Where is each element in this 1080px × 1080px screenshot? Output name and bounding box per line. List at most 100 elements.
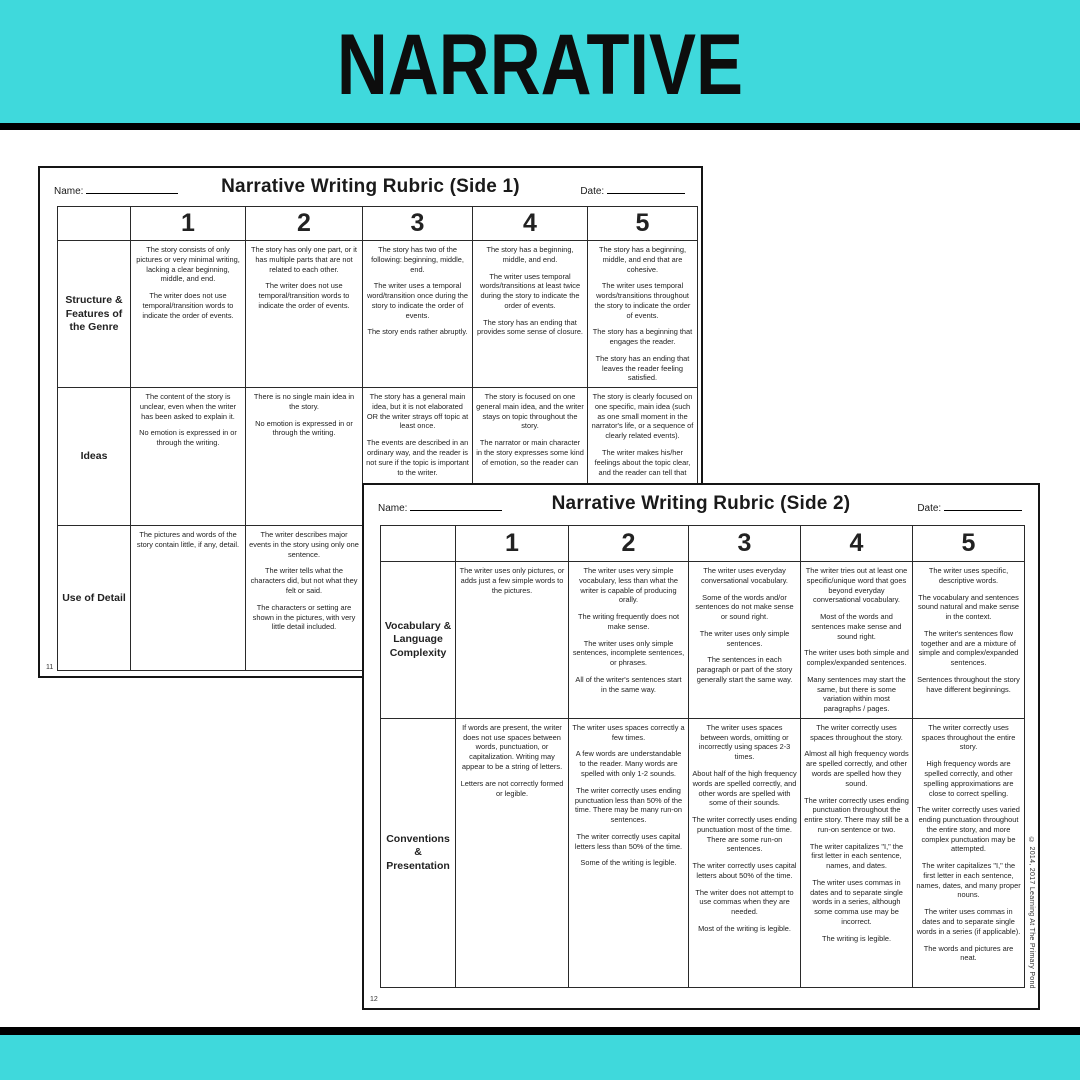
rubric-cell: There is no single main idea in the stor… [245, 387, 363, 527]
rubric-cell-paragraph: The story has a beginning, middle, and e… [598, 245, 687, 274]
rubric-cell-paragraph: The writer uses specific, descriptive wo… [928, 566, 1009, 585]
score-header-3: 3 [688, 525, 801, 562]
rubric-cell-paragraph: The writer correctly uses spaces through… [810, 722, 903, 742]
rubric-cell: The writer uses specific, descriptive wo… [912, 561, 1025, 719]
page-title: NARRATIVE [336, 17, 744, 113]
rubric-cell-paragraph: All of the writer's sentences start in t… [575, 674, 682, 694]
corner-cell [57, 206, 131, 241]
rubric-cell-paragraph: No emotion is expressed in or through th… [255, 418, 353, 438]
score-header-2: 2 [568, 525, 689, 562]
score-header-2: 2 [245, 206, 363, 241]
rubric-cell-paragraph: The story consists of only pictures or v… [136, 245, 240, 284]
date-label: Date: [580, 186, 605, 197]
corner-cell [380, 525, 456, 562]
rubric-cell-paragraph: The story has an ending that provides so… [477, 317, 583, 337]
date-field: Date: [580, 184, 685, 197]
rubric-cell-paragraph: Most of the words and sentences make sen… [811, 612, 902, 641]
rubric-cell-paragraph: The writer's sentences flow together and… [918, 628, 1019, 668]
name-label: Name: [54, 186, 84, 197]
name-blank-line [410, 501, 503, 511]
rubric-cell-paragraph: The sentences in each paragraph or part … [696, 655, 793, 684]
rubric-cell-paragraph: The story has a beginning, middle, and e… [486, 245, 574, 264]
copyright-text: © 2014, 2017 Learning At The Primary Pon… [1028, 837, 1035, 989]
rubric-cell: The writer uses everyday conversational … [688, 561, 801, 719]
rubric-cell-paragraph: The characters or setting are shown in t… [252, 602, 356, 632]
rubric-cell-paragraph: The writer correctly uses spaces through… [921, 722, 1016, 752]
rubric-cell: The writer correctly uses spaces through… [912, 717, 1025, 988]
rubric-cell: The writer uses very simple vocabulary, … [568, 561, 689, 719]
rubric-cell-paragraph: The writing is legible. [821, 933, 891, 943]
rubric-cell-paragraph: Some of the writing is legible. [580, 858, 677, 868]
rubric-cell-paragraph: The writer uses commas in dates and to s… [810, 877, 903, 926]
name-field: Name: [378, 501, 503, 514]
page-number: 12 [370, 996, 378, 1003]
rubric-cell-paragraph: The vocabulary and sentences sound natur… [917, 592, 1020, 622]
row-label: Conventions & Presentation [380, 717, 456, 988]
score-header-1: 1 [130, 206, 246, 241]
rubric-cell-paragraph: The writer uses temporal words/transitio… [594, 281, 691, 320]
rubric-cell: The content of the story is unclear, eve… [130, 387, 246, 527]
rubric-cell-paragraph: The writer uses commas in dates and to s… [916, 907, 1021, 936]
rubric-cell-paragraph: The content of the story is unclear, eve… [139, 392, 237, 421]
rubric-cell-paragraph: No emotion is expressed in or through th… [139, 428, 237, 448]
rubric-cell: If words are present, the writer does no… [455, 717, 569, 988]
rubric-cell-paragraph: The writer correctly uses capital letter… [574, 831, 683, 851]
rubric-cell-paragraph: The writer uses only simple sentences, i… [572, 638, 685, 668]
rubric-cell-paragraph: The writer does not use temporal/transit… [142, 291, 234, 320]
page-number: 11 [46, 664, 54, 671]
rubric-cell-paragraph: The writer uses a temporal word/transiti… [366, 281, 469, 320]
rubric-cell-paragraph: The writer tries out at least one specif… [805, 566, 908, 605]
rubric-cell: The pictures and words of the story cont… [130, 525, 246, 672]
rubric-cell-paragraph: The writer capitalizes "I," the first le… [916, 861, 1021, 900]
rubric-cell-paragraph: The writer uses spaces between words, om… [698, 722, 791, 762]
rubric-cell-paragraph: The narrator or main character in the st… [476, 438, 584, 467]
row-label: Vocabulary & Language Complexity [380, 561, 456, 719]
rubric-cell-paragraph: The writer does not use temporal/transit… [258, 281, 350, 310]
row-label: Structure & Features of the Genre [57, 239, 131, 389]
rubric-cell-paragraph: About half of the high frequency words a… [692, 769, 797, 808]
rubric-cell-paragraph: The story has two of the following: begi… [371, 245, 464, 274]
rubric-cell-paragraph: The writer uses only simple sentences. [699, 628, 790, 648]
rubric-cell-paragraph: The writing frequently does not make sen… [577, 612, 680, 631]
date-label: Date: [917, 503, 942, 514]
rubric-cell-paragraph: The story is clearly focused on one spec… [591, 392, 694, 441]
rubric-cell-paragraph: A few words are understandable to the re… [575, 749, 682, 779]
rubric-cell-paragraph: Some of the words and/or sentences do no… [695, 592, 794, 622]
rubric-cell-paragraph: The story ends rather abruptly. [367, 327, 468, 337]
name-field: Name: [54, 184, 179, 197]
rubric-cell: The story has a beginning, middle, and e… [472, 239, 588, 389]
rubric-cell: The writer uses spaces between words, om… [688, 717, 801, 988]
rubric-cell-paragraph: The writer does not attempt to use comma… [695, 887, 794, 917]
rubric-cell-paragraph: The writer makes his/her feelings about … [594, 448, 691, 477]
bottom-banner [0, 1035, 1080, 1080]
rubric-cell-paragraph: The story has a beginning that engages t… [592, 327, 693, 347]
rubric-cell-paragraph: The writer correctly uses ending punctua… [692, 815, 797, 854]
rubric-cell-paragraph: The story has an ending that leaves the … [595, 353, 690, 383]
rubric-cell: The story has only one part, or it has m… [245, 239, 363, 389]
rubric-cell-paragraph: The writer capitalizes "I," the first le… [809, 841, 904, 871]
rubric-cell-paragraph: The story is focused on one general main… [476, 392, 584, 431]
rubric-cell-paragraph: The words and pictures are neat. [923, 943, 1014, 963]
rubric-cell: The story consists of only pictures or v… [130, 239, 246, 389]
rubric-cell: The writer uses spaces correctly a few t… [568, 717, 689, 988]
rubric-page-side2: Name: Narrative Writing Rubric (Side 2) … [362, 483, 1040, 1010]
rubric-cell-paragraph: The writer correctly uses ending punctua… [804, 795, 909, 834]
rubric-cell-paragraph: Letters are not correctly formed or legi… [460, 778, 564, 798]
score-header-3: 3 [362, 206, 473, 241]
rubric-cell-paragraph: The writer uses both simple and complex/… [804, 648, 909, 668]
rubric-cell-paragraph: The pictures and words of the story cont… [136, 530, 240, 549]
rubric-cell-paragraph: The writer uses temporal words/transitio… [479, 271, 581, 310]
score-header-5: 5 [587, 206, 698, 241]
rubric-cell-paragraph: The writer correctly uses capital letter… [692, 861, 797, 880]
rubric-cell-paragraph: The writer uses only pictures, or adds j… [459, 566, 565, 595]
name-blank-line [86, 184, 179, 194]
top-banner: NARRATIVE [0, 0, 1080, 123]
rubric-cell-paragraph: The writer uses spaces correctly a few t… [572, 722, 685, 742]
rubric-title-side1: Narrative Writing Rubric (Side 1) [221, 176, 520, 197]
rubric-cell-paragraph: High frequency words are spelled correct… [923, 759, 1014, 798]
rubric-cell-paragraph: The events are described in an ordinary … [366, 438, 469, 477]
